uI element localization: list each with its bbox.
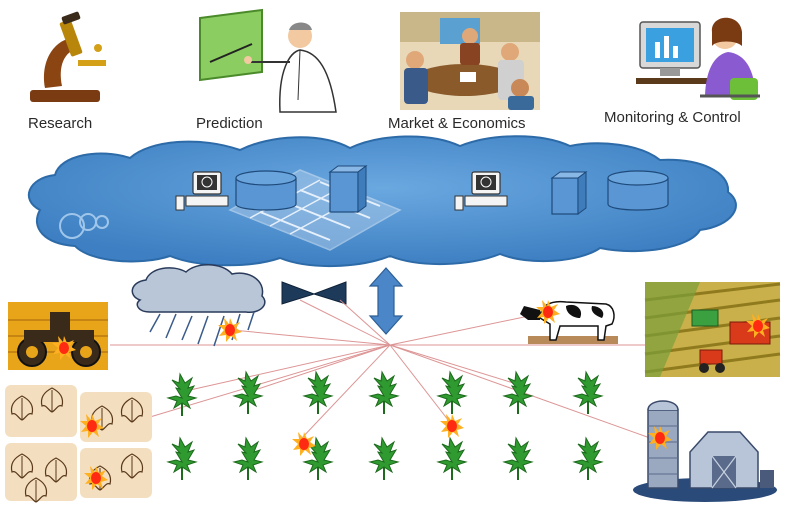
crop-plant-icon xyxy=(503,371,533,415)
link-lines xyxy=(110,299,651,441)
crop-plant-icon xyxy=(167,373,197,417)
harvester-field-icon xyxy=(644,282,781,377)
sensor-node-icon xyxy=(440,414,464,438)
crop-plant-icon xyxy=(573,437,603,481)
server-tower-icon xyxy=(328,165,368,213)
crop-plant-icon xyxy=(503,437,533,481)
cloud-network-icon xyxy=(28,135,737,268)
crop-plant-icon xyxy=(233,371,263,415)
crop-plant-icon xyxy=(573,371,603,415)
barn-silo-icon xyxy=(633,400,777,502)
label-prediction: Prediction xyxy=(196,115,263,132)
label-monitoring-control: Monitoring & Control xyxy=(604,109,741,126)
label-market-economics: Market & Economics xyxy=(388,115,526,132)
computer-operator-icon xyxy=(636,17,760,100)
business-meeting-icon xyxy=(400,12,540,110)
microscope-icon xyxy=(30,11,106,102)
database-icon xyxy=(607,170,669,211)
crop-plant-icon xyxy=(303,371,333,415)
crop-plant-icon xyxy=(437,371,467,415)
crop-plant-icon xyxy=(233,437,263,481)
wireless-gateway-icon xyxy=(281,281,347,305)
label-research: Research xyxy=(28,115,92,132)
server-tower-icon xyxy=(550,171,588,215)
computer-terminal-icon xyxy=(454,171,508,211)
leaf-pattern-icon xyxy=(5,385,152,503)
rain-cloud-icon xyxy=(131,264,266,347)
computer-terminal-icon xyxy=(175,171,229,211)
database-icon xyxy=(235,170,297,211)
cow-icon xyxy=(520,300,618,344)
crop-plant-icon xyxy=(369,437,399,481)
teacher-pointing-icon xyxy=(199,8,337,113)
crop-plant-icon xyxy=(167,437,197,481)
crop-plants xyxy=(167,371,603,481)
crop-plant-icon xyxy=(369,371,399,415)
crop-plant-icon xyxy=(437,437,467,481)
data-link-arrow-icon xyxy=(368,267,404,335)
